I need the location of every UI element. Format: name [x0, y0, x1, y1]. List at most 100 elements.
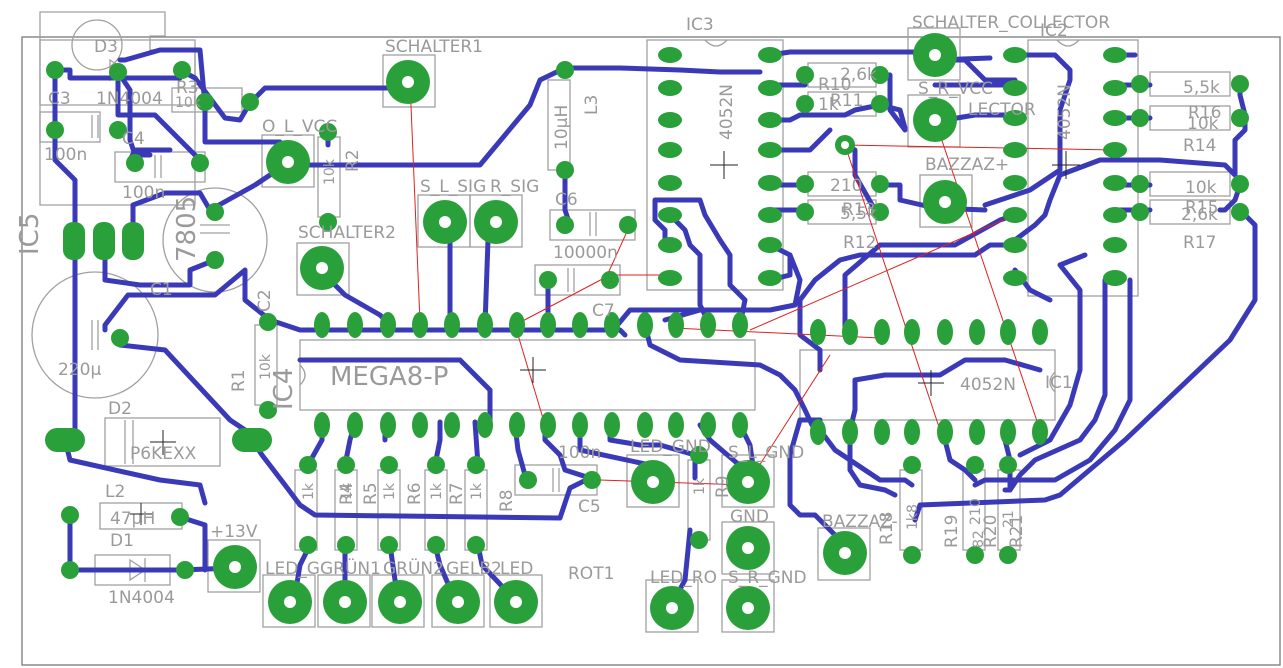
label-schalter1: SCHALTER1 — [385, 37, 483, 57]
label-7805: 7805 — [172, 196, 202, 262]
label-r9: R9 — [713, 475, 733, 498]
ic1-pins — [810, 319, 1048, 445]
label-s-l-sig: S_L_SIG — [420, 177, 486, 197]
label-d2: D2 — [108, 399, 132, 419]
label-r21: R21 — [1007, 515, 1027, 548]
connector-led-1 — [268, 580, 312, 624]
label-c2: C2 — [255, 289, 275, 312]
label-led-gnd: LED_GND — [630, 437, 711, 457]
label-r19: R19 — [942, 515, 962, 548]
label-gnd: GND — [730, 507, 769, 527]
label-o-l-vcc: O_L_VCC — [262, 117, 337, 137]
ic3-pins — [658, 47, 782, 286]
label-r18-value: 1k8 — [905, 504, 921, 530]
label-led-1: LED_G — [265, 559, 320, 579]
connector-led-4 — [436, 580, 480, 624]
label-r20-value: 82 — [971, 530, 987, 548]
connector-s-r-gnd — [726, 586, 770, 630]
label-r8-value: 1k — [469, 482, 485, 500]
label-r13: R13 — [842, 200, 875, 220]
label-layer: SCHALTER1 SCHALTER2 SCHALTER_COLLECTOR I… — [15, 13, 1221, 608]
label-d3: D3 — [94, 37, 118, 57]
label-r10-value: 2,6k — [840, 65, 877, 85]
label-r2: R2 — [343, 149, 363, 172]
connector-led-5 — [494, 580, 538, 624]
label-ic4: IC4 — [269, 368, 299, 410]
label-s-r-sig: R_SIG — [490, 177, 539, 197]
ic2-pins — [1003, 47, 1127, 286]
label-4052-ic2: 4052N — [1055, 84, 1075, 140]
label-c5: C5 — [578, 497, 601, 517]
label-c4: C4 — [122, 129, 145, 149]
label-led-5: LED — [500, 559, 533, 579]
label-c3: C3 — [48, 89, 71, 109]
label-plus13v: +13V — [210, 522, 258, 542]
label-d1-value: 1N4004 — [108, 588, 175, 608]
label-c4-value: 100n — [122, 183, 165, 203]
pad-layer — [45, 33, 1249, 630]
label-schalter2: SCHALTER2 — [298, 223, 396, 243]
label-r14-value: 10k — [1187, 114, 1219, 134]
label-r4: R4 — [337, 482, 357, 505]
connector-bazzaz-minus — [823, 531, 867, 575]
origin-markers — [130, 151, 1080, 525]
label-r16-value: 5,5k — [1183, 78, 1220, 98]
connector-s-l-gnd — [726, 460, 770, 504]
label-ic5: IC5 — [15, 213, 45, 255]
label-s-r-gnd: S_R_GND — [728, 568, 807, 588]
ic4-pins — [314, 312, 748, 438]
label-r8: R8 — [497, 489, 517, 512]
label-r12-value: 5,5k — [840, 204, 877, 224]
label-r4-value: 1k — [301, 482, 317, 500]
label-r17: R17 — [1183, 233, 1216, 253]
label-r9-value: 1k — [692, 477, 708, 495]
small-pads — [46, 61, 1249, 579]
label-l3: L3 — [582, 95, 602, 115]
ic5-pins — [63, 222, 144, 260]
connector-s-r-vcc — [913, 98, 957, 142]
label-gelb: GELB2 — [446, 559, 502, 579]
connector-s-l-sig — [423, 200, 467, 244]
label-l2: L2 — [105, 482, 125, 502]
label-d1: D1 — [110, 531, 134, 551]
label-l2-value: 47µH — [110, 509, 155, 529]
label-l3-value: 10µH — [552, 105, 572, 150]
label-r19-value: 210 — [968, 498, 984, 525]
connector-o-l-vcc — [266, 140, 310, 184]
label-r11: R11 — [830, 91, 863, 111]
label-r17-value: 2,6k — [1181, 205, 1218, 225]
label-r5-value: 1k — [339, 482, 355, 500]
label-s-l-gnd: S_L_GND — [728, 443, 804, 463]
connector-gnd — [726, 526, 770, 570]
label-c5-value: 100n — [558, 443, 601, 463]
label-mega8: MEGA8-P — [330, 362, 448, 392]
label-r3: R3 — [176, 78, 199, 98]
label-r1: R1 — [229, 369, 249, 392]
label-r5: R5 — [361, 482, 381, 505]
label-r1-value: 10k — [258, 353, 274, 380]
connector-plus13v — [213, 545, 257, 589]
label-d2-value: P6KEXX — [130, 444, 197, 464]
connector-led-2 — [323, 580, 367, 624]
label-r13-value: 210 — [830, 176, 862, 196]
label-schalter-collector: SCHALTER_COLLECTOR — [912, 13, 1110, 33]
connector-schalter-collector — [913, 33, 957, 77]
connector-s-r-sig — [474, 200, 518, 244]
label-c1-value: 220µ — [58, 360, 101, 380]
connector-bazzaz-plus — [923, 180, 967, 224]
label-d3-value: 1N4004 — [96, 89, 163, 109]
label-r10: R10 — [818, 75, 851, 95]
connector-schalter1 — [386, 60, 430, 104]
label-c7: C7 — [592, 301, 615, 321]
label-r12: R12 — [843, 233, 876, 253]
label-r7-value: 1k — [429, 482, 445, 500]
label-bazzaz-plus: BAZZAZ+ — [925, 155, 1009, 175]
label-r20: R20 — [981, 515, 1001, 548]
label-r14: R14 — [1183, 136, 1216, 156]
connector-led-gnd — [631, 460, 675, 504]
label-bazzaz-minus: BAZZAZ- — [822, 512, 898, 532]
label-led-r: LED_RO — [650, 568, 717, 588]
label-rot1: ROT1 — [568, 564, 614, 584]
label-4052-ic1: 4052N — [960, 375, 1016, 395]
